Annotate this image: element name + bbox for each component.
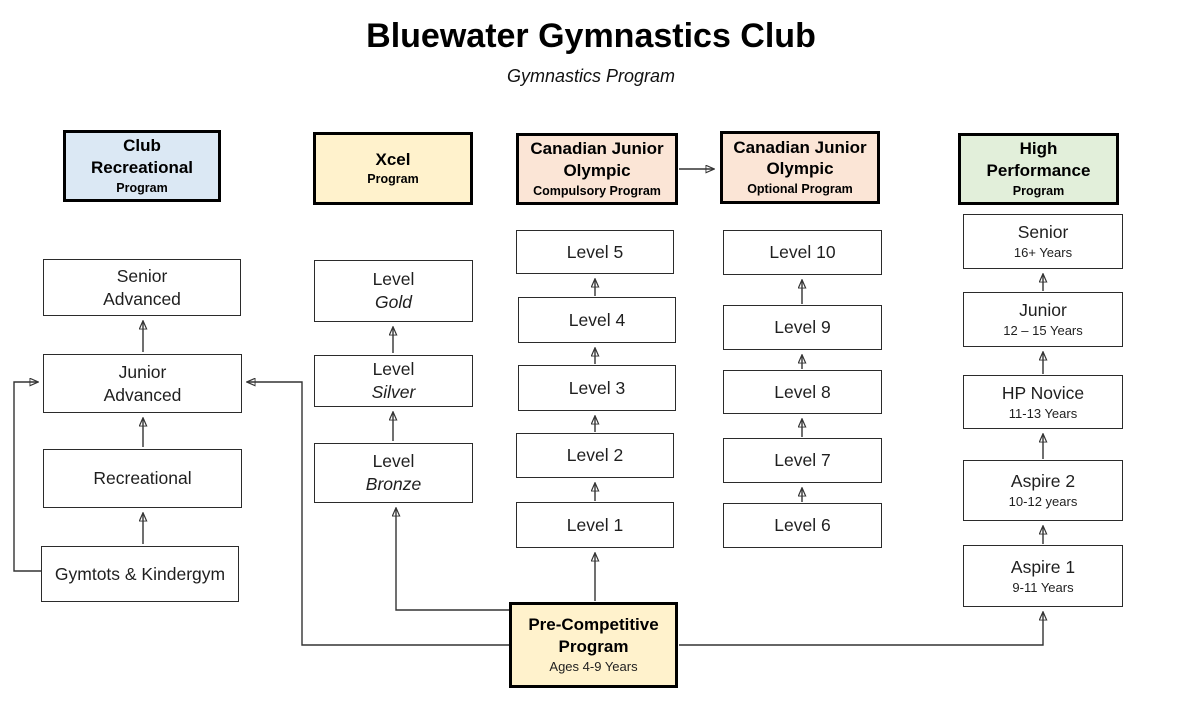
box-xcel-level-silver: Level Silver [314,355,473,407]
box-label: Recreational [93,468,192,489]
box-label-line2: Advanced [103,288,181,309]
box-cjo-level10: Level 10 [723,230,882,275]
box-label-line1: Aspire 2 [1010,471,1076,492]
header-xcel-program: Xcel Program [313,132,473,205]
box-cjo-level6: Level 6 [723,503,882,548]
box-label: Gymtots & Kindergym [54,563,226,584]
box-label: Level 2 [566,445,624,466]
header-subtitle: Program [367,172,419,187]
box-label: Level 4 [568,309,626,330]
box-label-line2: 16+ Years [1013,245,1073,261]
box-xcel-level-gold: Level Gold [314,260,473,322]
header-subtitle: Program [116,180,168,195]
header-cjo-compulsory-program: Canadian Junior Olympic Compulsory Progr… [516,133,678,205]
header-high-performance-program: High Performance Program [958,133,1119,205]
box-label-line1: Level [372,359,415,380]
header-title-line1: Canadian Junior [530,139,664,159]
header-title-line2: Recreational [90,157,194,177]
header-club-recreational-program: Club Recreational Program [63,130,221,202]
box-label-line2: 9-11 Years [1012,579,1074,595]
box-junior-advanced: Junior Advanced [43,354,242,413]
box-label: Level 8 [774,381,831,402]
box-label-line1: Aspire 1 [1010,556,1076,577]
box-hp-senior: Senior 16+ Years [963,214,1123,269]
box-label: Level 6 [774,515,831,536]
header-cjo-optional-program: Canadian Junior Olympic Optional Program [720,131,880,204]
box-label: Level 10 [769,242,836,263]
box-title-line1: Pre-Competitive [528,615,659,635]
header-title-line1: Club [123,136,161,156]
box-label: Level 9 [774,317,831,338]
header-subtitle: Program [1012,183,1065,198]
box-label-line2: Silver [371,382,416,402]
header-title-line1: High [1019,139,1058,159]
box-label-line2: 11-13 Years [1008,405,1078,421]
box-cjo-level2: Level 2 [516,433,674,478]
box-cjo-level1: Level 1 [516,502,674,548]
box-hp-junior: Junior 12 – 15 Years [963,292,1123,347]
box-senior-advanced: Senior Advanced [43,259,241,316]
header-subtitle: Optional Program [747,182,853,197]
box-label: Level 7 [774,450,831,471]
box-xcel-level-bronze: Level Bronze [314,443,473,503]
box-precompetitive-program: Pre-Competitive Program Ages 4-9 Years [509,602,678,688]
box-title-line2: Program [558,637,629,657]
header-title-line1: Canadian Junior [733,137,867,157]
club-recreational-arrows [13,322,143,572]
box-label-line1: Senior [1017,222,1069,243]
box-cjo-level7: Level 7 [723,438,882,483]
box-label-line2: 10-12 years [1008,494,1078,510]
header-title-line2: Olympic [766,159,834,179]
box-label-line2: Bronze [365,474,422,494]
box-label: Level 5 [566,241,624,262]
box-hp-aspire2: Aspire 2 10-12 years [963,460,1123,521]
box-label-line1: HP Novice [1001,382,1085,403]
page-title: Bluewater Gymnastics Club [366,17,816,55]
box-label-line1: Level [372,451,415,472]
header-title-line1: Xcel [375,149,411,169]
header-title-line2: Olympic [563,160,631,180]
header-subtitle: Compulsory Program [533,183,661,198]
box-label-line1: Junior [118,361,167,382]
box-label-line2: Advanced [103,384,182,405]
box-cjo-level3: Level 3 [518,365,676,411]
box-subtitle: Ages 4-9 Years [549,658,638,674]
box-label-line1: Junior [1019,300,1067,321]
page-subtitle: Gymnastics Program [506,66,676,86]
box-recreational: Recreational [43,449,242,508]
box-hp-novice: HP Novice 11-13 Years [963,375,1123,429]
box-hp-aspire1: Aspire 1 9-11 Years [963,545,1123,607]
box-cjo-level9: Level 9 [723,305,882,350]
box-label-line1: Level [372,269,415,290]
precompetitive-arrows [248,382,1043,646]
header-title-line2: Performance [986,160,1091,180]
box-label-line2: 12 – 15 Years [1003,323,1083,339]
box-cjo-level8: Level 8 [723,370,882,414]
box-label: Level 3 [568,377,626,398]
box-cjo-level5: Level 5 [516,230,674,274]
box-label-line1: Senior [116,265,168,286]
box-cjo-level4: Level 4 [518,297,676,343]
box-gymtots-kindergym: Gymtots & Kindergym [41,546,239,602]
box-label-line2: Gold [375,292,412,312]
box-label: Level 1 [566,514,624,535]
